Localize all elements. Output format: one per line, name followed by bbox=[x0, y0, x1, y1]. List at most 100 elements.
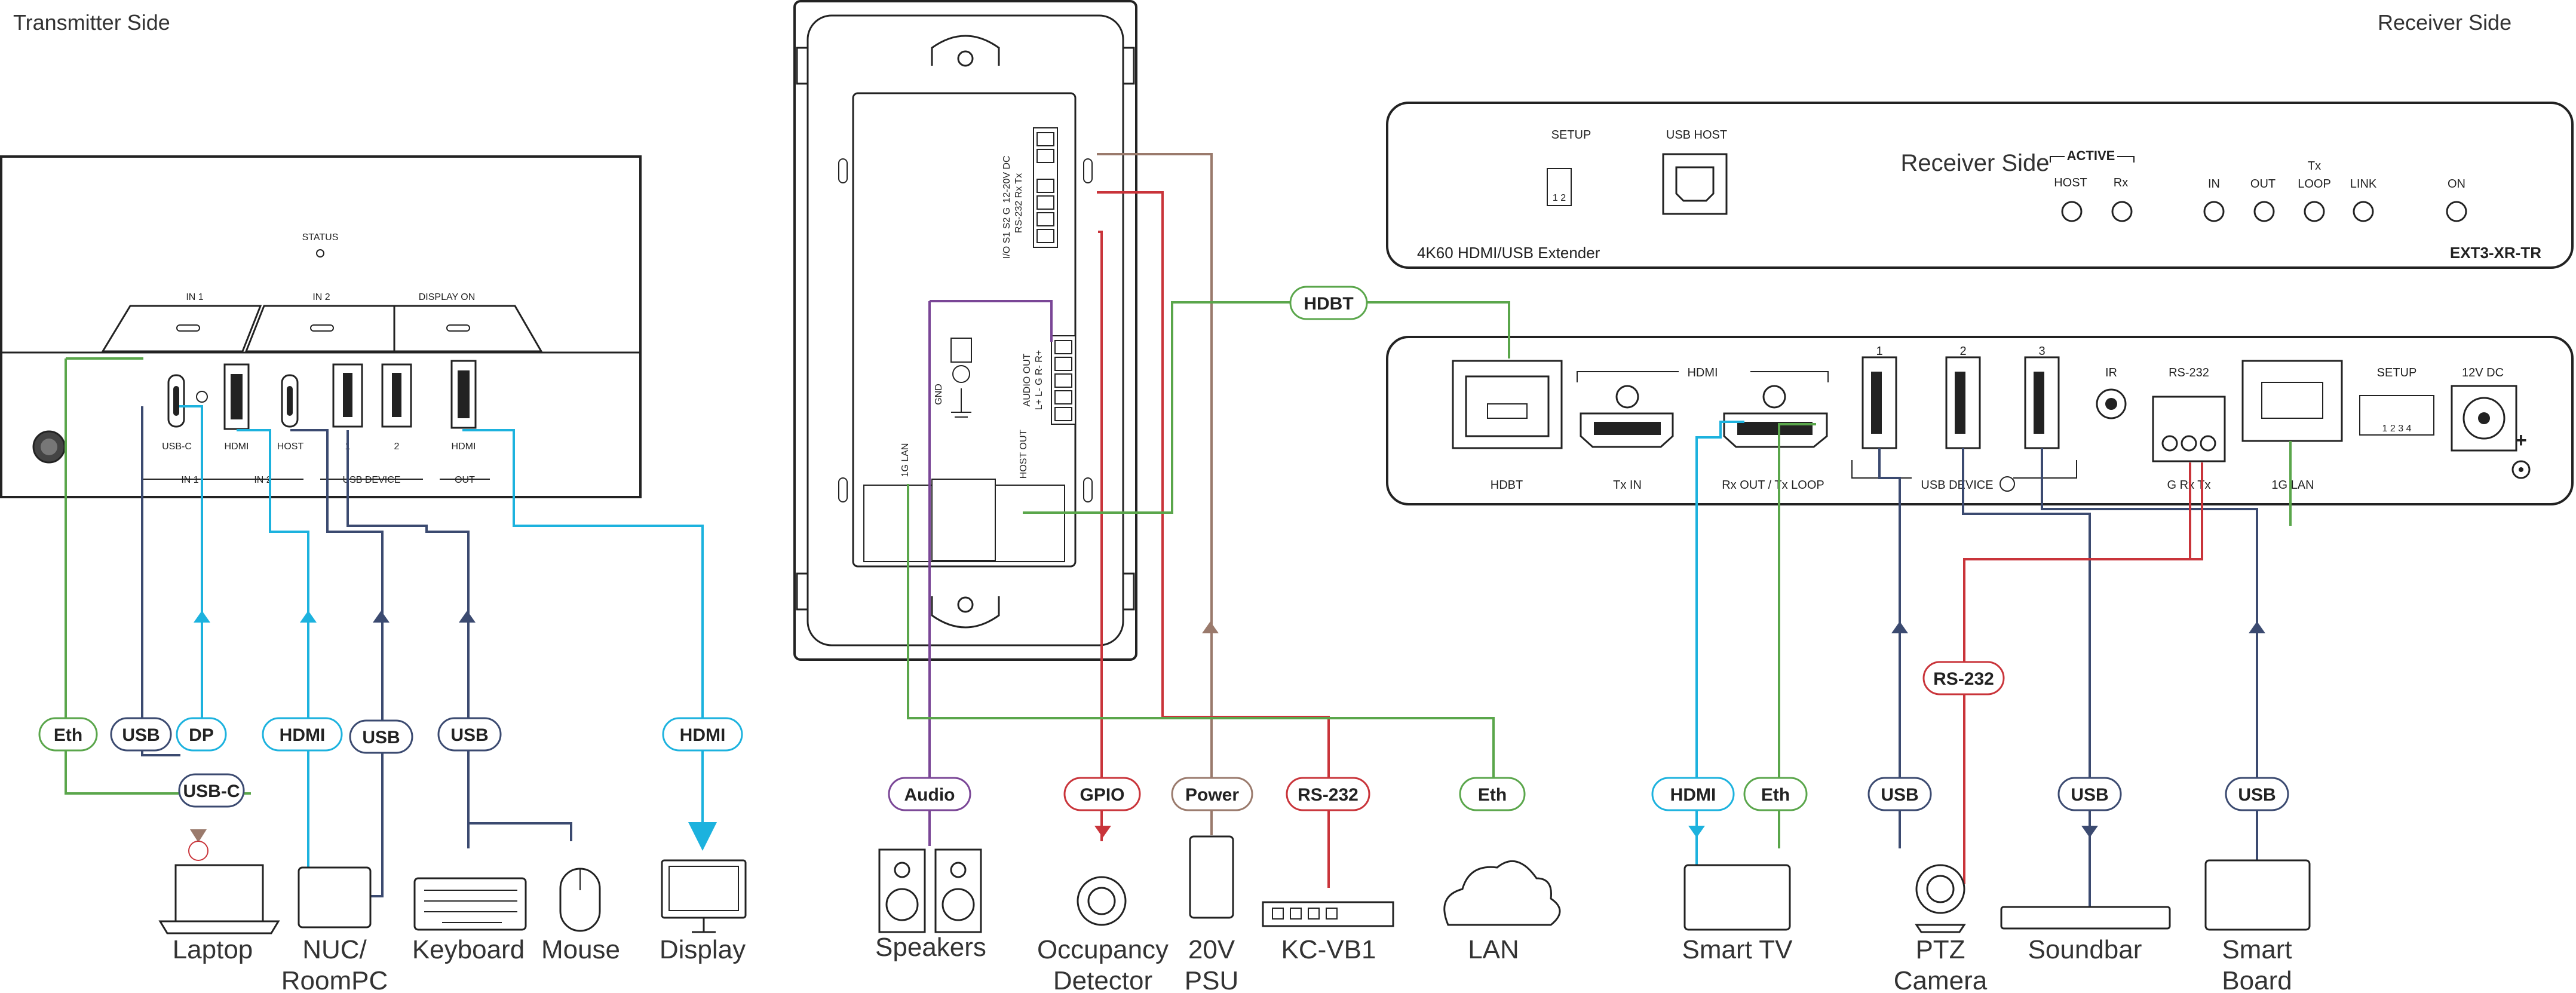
tx-port-usbc bbox=[167, 374, 185, 428]
receiver-top-panel: SETUP 1 2 USB HOST Receiver Side ACTIVE … bbox=[1386, 102, 2574, 269]
label-speakers: Speakers bbox=[875, 933, 986, 962]
pill-hdmi-display-text: HDMI bbox=[680, 725, 726, 745]
label-display: Display bbox=[660, 935, 746, 964]
pill-usb-cam: USB bbox=[1867, 777, 1932, 811]
pill-eth-tv-text: Eth bbox=[1761, 785, 1790, 805]
pill-hdmi-display: HDMI bbox=[662, 717, 743, 752]
smart-tv-icon bbox=[1683, 864, 1791, 931]
rx-port-tx-in bbox=[1580, 385, 1674, 448]
rx-top-dip-switch[interactable] bbox=[1547, 168, 1572, 206]
wp-audio-out-label: AUDIO OUT bbox=[1022, 353, 1032, 406]
status-label: STATUS bbox=[302, 232, 339, 243]
label-lan: LAN bbox=[1468, 935, 1519, 964]
pill-audio-text: Audio bbox=[904, 785, 955, 805]
cables bbox=[65, 153, 2292, 907]
cable-hdmi-nuc bbox=[237, 429, 309, 868]
receiver-rear-panel: HDBT HDMI Tx IN Rx OUT / Tx LOOP 1 2 3 U… bbox=[1386, 336, 2574, 505]
label-mouse: Mouse bbox=[541, 935, 620, 964]
button-in1[interactable]: IN 1 bbox=[101, 292, 262, 353]
rx-label-setup: SETUP bbox=[2377, 366, 2417, 379]
button-display-on[interactable]: DISPLAY ON bbox=[393, 292, 543, 353]
pill-hdmi-nuc-text: HDMI bbox=[280, 725, 326, 745]
rx-label-hdmi-group: HDMI bbox=[1687, 366, 1718, 379]
pill-rs232-text: RS-232 bbox=[1298, 785, 1358, 805]
pill-usbc: USB-C bbox=[178, 773, 245, 808]
rx-setup-nums: 1 2 3 4 bbox=[2382, 424, 2412, 434]
label-occupancy-1: Occupancy bbox=[1037, 935, 1169, 964]
pill-usb-board: USB bbox=[2225, 777, 2289, 811]
cable-hdmi-display bbox=[462, 429, 717, 851]
rx-top-model: EXT3-XR-TR bbox=[2450, 244, 2541, 262]
rx-label-ir: IR bbox=[2105, 366, 2117, 379]
rx-top-out-led bbox=[2253, 201, 2275, 222]
rx-top-host-led bbox=[2061, 201, 2083, 222]
rx-top-in-led bbox=[2203, 201, 2225, 222]
pill-rs232-cam-text: RS-232 bbox=[1933, 669, 1994, 689]
status-led bbox=[316, 249, 324, 258]
pill-usb-tx: USB bbox=[110, 717, 172, 752]
rx-port-usb3 bbox=[2024, 356, 2060, 449]
rx-port-lan bbox=[2241, 360, 2343, 442]
label-psu-2: PSU bbox=[1185, 966, 1238, 993]
pill-eth-lan-text: Eth bbox=[1478, 785, 1507, 805]
button-display-on-label: DISPLAY ON bbox=[419, 292, 476, 302]
rx-port-usb2 bbox=[1945, 356, 1981, 449]
pill-dp-text: DP bbox=[189, 725, 214, 745]
rx-port-dc bbox=[2451, 385, 2517, 452]
pill-eth-tx: Eth bbox=[38, 717, 98, 752]
pill-rs232-cam: RS-232 bbox=[1922, 661, 2005, 695]
label-keyboard: Keyboard bbox=[412, 935, 525, 964]
wp-audio-pins-label: L+ L- G R- R+ bbox=[1034, 350, 1044, 410]
rx-top-in-label: IN bbox=[2208, 177, 2220, 191]
rx-port-usb1 bbox=[1862, 356, 1897, 449]
kcvb1-icon bbox=[1262, 901, 1394, 927]
transmitter-side-title: Transmitter Side bbox=[13, 10, 170, 35]
cable-power bbox=[1097, 153, 1213, 835]
rx-label-usb1: 1 bbox=[1876, 345, 1882, 358]
tx-port-hdmi-in bbox=[223, 363, 250, 430]
rx-top-loop-led bbox=[2304, 201, 2325, 222]
label-occupancy-2: Detector bbox=[1053, 966, 1152, 993]
ptz-camera-icon bbox=[1915, 864, 1966, 933]
rx-top-loop-label: LOOP bbox=[2298, 177, 2331, 191]
pill-audio: Audio bbox=[888, 777, 971, 811]
label-smart-board-1: Smart bbox=[2222, 935, 2292, 964]
pill-eth-tv: Eth bbox=[1743, 777, 1808, 811]
wp-lan-label: 1G LAN bbox=[900, 443, 910, 477]
group-usb-device: USB DEVICE bbox=[343, 475, 401, 485]
cable-eth-tv bbox=[1778, 423, 1816, 848]
cable-usb-nuc bbox=[290, 429, 384, 897]
wp-io-label: I/O S1 S2 G bbox=[1002, 207, 1012, 259]
speakers-icon bbox=[878, 848, 982, 933]
soundbar-icon bbox=[2000, 906, 2171, 930]
wp-host-out-label: HOST OUT bbox=[1019, 430, 1029, 479]
label-ptz-1: PTZ bbox=[1915, 935, 1965, 964]
rx-label-usb-device: USB DEVICE bbox=[1921, 479, 1993, 492]
label-laptop: Laptop bbox=[173, 935, 253, 964]
rx-top-on-led bbox=[2446, 201, 2467, 222]
label-usbc: USB-C bbox=[162, 442, 192, 452]
label-nuc-1: NUC/ bbox=[302, 935, 367, 964]
occupancy-detector-icon bbox=[1077, 876, 1127, 926]
pill-hdbt-text: HDBT bbox=[1304, 294, 1353, 314]
cable-eth-lan bbox=[907, 484, 1495, 787]
rx-dip-switch[interactable] bbox=[2359, 395, 2434, 436]
pill-usb-nuc: USB bbox=[349, 719, 413, 754]
pill-hdmi-tv-text: HDMI bbox=[1670, 785, 1716, 805]
rx-top-active-label: ACTIVE bbox=[2067, 148, 2115, 163]
rx-label-lan: 1G LAN bbox=[2271, 479, 2314, 492]
laptop-icon bbox=[158, 841, 280, 934]
rx-top-usb-host-label: USB HOST bbox=[1666, 128, 1727, 142]
power-icon bbox=[2000, 476, 2015, 492]
rx-top-title: Receiver Side bbox=[1900, 150, 2049, 176]
cable-usb-board bbox=[2041, 448, 2258, 860]
nuc-icon bbox=[298, 866, 372, 928]
cable-usb-tx bbox=[141, 406, 180, 756]
label-soundbar: Soundbar bbox=[2028, 935, 2142, 964]
keyboard-icon bbox=[413, 877, 527, 931]
wp-rs232-label: RS-232 Rx Tx bbox=[1014, 173, 1024, 233]
label-psu-1: 20V bbox=[1188, 935, 1235, 964]
psu-icon bbox=[1189, 835, 1234, 919]
transmitter-device: STATUS IN 1 IN 2 DISPLAY ON USB-C bbox=[0, 155, 642, 498]
rx-top-setup-nums: 1 2 bbox=[1553, 193, 1566, 203]
